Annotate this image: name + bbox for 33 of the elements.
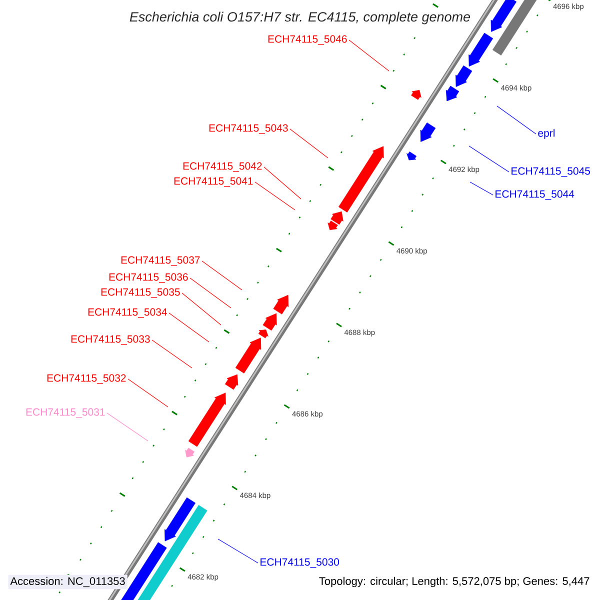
leader-line	[182, 292, 222, 326]
leader-line	[218, 538, 258, 564]
gene-label: ECH74115_5045	[512, 167, 590, 177]
leader-line	[290, 128, 328, 158]
gene-label: eprl	[538, 129, 554, 139]
gene-label: ECH74115_5036	[109, 273, 188, 283]
gene-label: ECH74115_5031	[26, 408, 105, 418]
leader-line	[470, 182, 494, 196]
gene-label: ECH74115_5044	[496, 190, 574, 200]
gene-label: ECH74115_5034	[88, 308, 167, 318]
leader-line	[264, 166, 302, 200]
leader-line	[468, 146, 510, 172]
accession-label: Accession: NC_011353	[8, 574, 128, 590]
gene-label: ECH74115_5033	[71, 335, 150, 345]
gene-label: ECH74115_5041	[174, 177, 253, 187]
leader-line	[254, 182, 296, 210]
gene-label: ECH74115_5035	[101, 288, 180, 298]
leader-line	[190, 278, 232, 308]
gene-label: ECH74115_5042	[183, 162, 262, 172]
gene-label: ECH74115_5046	[268, 35, 347, 45]
gene-label: ECH74115_5037	[121, 256, 200, 266]
leader-line	[202, 260, 242, 290]
gene-label: ECH74115_5030	[260, 558, 340, 568]
leader-line	[106, 412, 148, 442]
gene-label: ECH74115_5032	[47, 374, 126, 384]
leader-line	[348, 40, 390, 72]
leader-line	[496, 106, 536, 134]
leader-line	[152, 340, 192, 368]
leader-line	[168, 312, 210, 342]
leader-line	[128, 378, 168, 408]
gene-label: ECH74115_5043	[209, 124, 288, 134]
genome-info: Topology: circular; Length: 5,572,075 bp; Genes: 5,447	[316, 574, 592, 590]
title: Escherichia coli O157:H7 str. EC4115, complete genome	[127, 10, 473, 26]
